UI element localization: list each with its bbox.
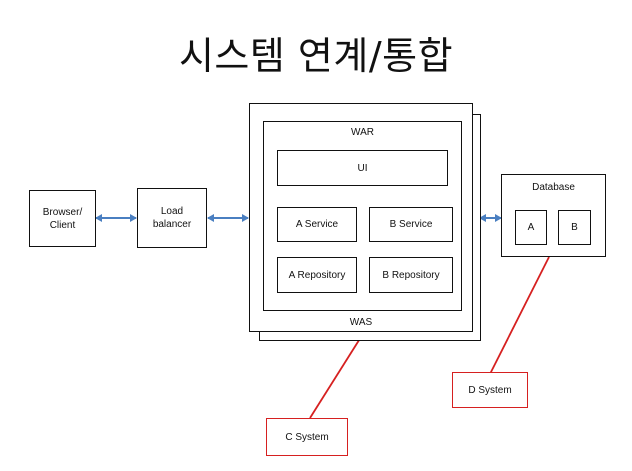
load-balancer-box: Load balancer <box>137 188 207 248</box>
db-table-b-box: B <box>558 210 591 245</box>
d-system-box: D System <box>452 372 528 408</box>
callout-line-c-system <box>309 336 362 419</box>
was-label: WAS <box>349 317 373 328</box>
war-label: WAR <box>351 127 374 138</box>
a-repository-box: A Repository <box>277 257 357 293</box>
browser-client-box: Browser/ Client <box>29 190 96 247</box>
page-title: 시스템 연계/통합 <box>178 34 454 78</box>
b-repository-box: B Repository <box>369 257 453 293</box>
ui-box: UI <box>277 150 448 186</box>
c-system-box: C System <box>266 418 348 456</box>
database-label: Database <box>532 182 575 193</box>
callout-line-d-system <box>489 256 550 375</box>
a-service-box: A Service <box>277 207 357 242</box>
db-table-a-box: A <box>515 210 547 245</box>
b-service-box: B Service <box>369 207 453 242</box>
